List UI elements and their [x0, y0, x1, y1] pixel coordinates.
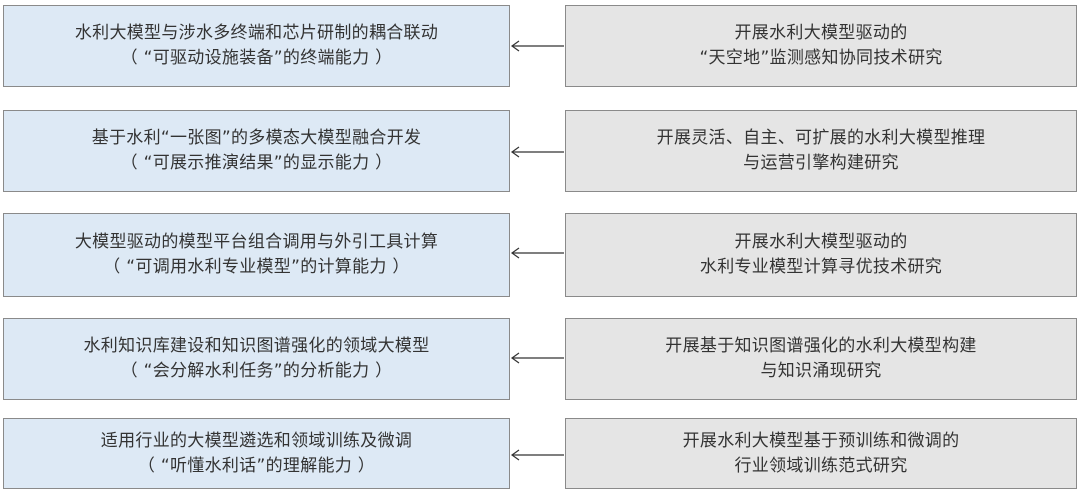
research-box-1-line-1: 开展水利大模型驱动的 — [734, 23, 908, 43]
capability-box-3-line-1: 大模型驱动的模型平台组合调用与外引工具计算 — [74, 232, 439, 252]
capability-box-3: 大模型驱动的模型平台组合调用与外引工具计算 （ “可调用水利专业模型”的计算能力… — [3, 213, 510, 297]
research-box-4-line-1: 开展基于知识图谱强化的水利大模型构建 — [665, 336, 977, 356]
capability-box-1: 水利大模型与涉水多终端和芯片研制的耦合联动 （ “可驱动设施装备”的终端能力 ） — [3, 5, 510, 87]
research-box-1-line-2: “天空地”监测感知协同技术研究 — [699, 48, 943, 68]
capability-box-2-line-1: 基于水利“一张图”的多模态大模型融合开发 — [91, 128, 422, 148]
research-box-2-line-2: 与运营引擎构建研究 — [743, 153, 899, 173]
research-box-4-line-2: 与知识涌现研究 — [760, 361, 882, 381]
capability-box-4: 水利知识库建设和知识图谱强化的领域大模型 （ “会分解水利任务”的分析能力 ） — [3, 318, 510, 400]
research-box-5-line-2: 行业领域训练范式研究 — [734, 455, 908, 476]
capability-box-4-line-2: （ “会分解水利任务”的分析能力 ） — [120, 361, 393, 381]
research-box-3-line-1: 开展水利大模型驱动的 — [734, 232, 908, 252]
capability-box-5-line-1: 适用行业的大模型遴选和领域训练及微调 — [100, 430, 413, 451]
research-box-2: 开展灵活、自主、可扩展的水利大模型推理 与运营引擎构建研究 — [565, 110, 1077, 192]
capability-box-5: 适用行业的大模型遴选和领域训练及微调 （ “听懂水利话”的理解能力 ） — [3, 418, 510, 489]
arrow-3 — [510, 247, 564, 259]
capability-box-2: 基于水利“一张图”的多模态大模型融合开发 （ “可展示推演结果”的显示能力 ） — [3, 110, 510, 192]
research-box-1: 开展水利大模型驱动的 “天空地”监测感知协同技术研究 — [565, 5, 1077, 87]
capability-box-1-line-2: （ “可驱动设施装备”的终端能力 ） — [120, 48, 393, 68]
arrow-5 — [510, 449, 564, 461]
research-box-5-line-1: 开展水利大模型基于预训练和微调的 — [682, 430, 960, 451]
research-box-3-line-2: 水利专业模型计算寻优技术研究 — [699, 257, 943, 277]
arrow-1 — [510, 40, 564, 52]
capability-box-2-line-2: （ “可展示推演结果”的显示能力 ） — [120, 153, 393, 173]
arrow-2 — [510, 146, 564, 158]
research-box-2-line-1: 开展灵活、自主、可扩展的水利大模型推理 — [656, 128, 986, 148]
capability-box-5-line-2: （ “听懂水利话”的理解能力 ） — [137, 455, 376, 476]
research-box-3: 开展水利大模型驱动的 水利专业模型计算寻优技术研究 — [565, 213, 1077, 297]
research-box-4: 开展基于知识图谱强化的水利大模型构建 与知识涌现研究 — [565, 318, 1077, 400]
capability-box-4-line-1: 水利知识库建设和知识图谱强化的领域大模型 — [83, 336, 430, 356]
arrow-4 — [510, 352, 564, 364]
capability-box-1-line-1: 水利大模型与涉水多终端和芯片研制的耦合联动 — [74, 23, 439, 43]
research-box-5: 开展水利大模型基于预训练和微调的 行业领域训练范式研究 — [565, 418, 1077, 489]
capability-box-3-line-2: （ “可调用水利专业模型”的计算能力 ） — [103, 257, 410, 277]
